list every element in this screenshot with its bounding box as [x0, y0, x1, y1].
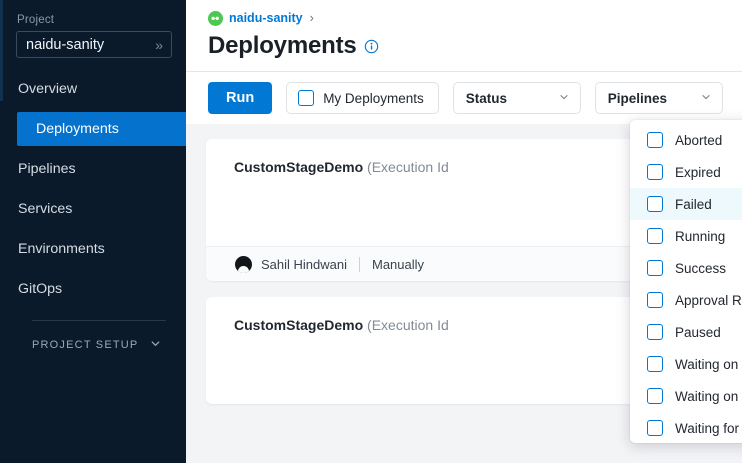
breadcrumb-link-project[interactable]: naidu-sanity [229, 11, 303, 25]
status-option-label: Running [675, 228, 726, 244]
sidebar-nav: Overview Deployments Pipelines Services … [0, 72, 186, 306]
status-option-label: Failed [675, 196, 712, 212]
chevron-down-icon [700, 91, 712, 106]
sidebar-item-pipelines[interactable]: Pipelines [0, 152, 186, 186]
execution-card-body: CustomStageDemo (Execution Id [206, 139, 718, 246]
sidebar-divider [32, 320, 166, 321]
sidebar-accent-strip [0, 0, 3, 101]
sidebar-item-label: Deployments [36, 121, 119, 137]
status-option-label: Waiting on intervention [675, 388, 742, 404]
sidebar-item-environments[interactable]: Environments [0, 232, 186, 266]
status-option-label: Approval Rejected [675, 292, 742, 308]
status-option-success[interactable]: Success [630, 252, 742, 284]
status-option-aborted[interactable]: Aborted [630, 124, 742, 156]
chevron-down-icon [558, 91, 570, 106]
status-option-waiting-for-resources[interactable]: Waiting for resources [630, 412, 742, 443]
execution-title: CustomStageDemo (Execution Id [234, 317, 718, 333]
page-title-row: Deployments [208, 32, 742, 60]
status-option-paused[interactable]: Paused [630, 316, 742, 348]
status-option-label: Aborted [675, 132, 723, 148]
chevron-down-icon [149, 337, 162, 353]
page-header: naidu-sanity › Deployments [186, 0, 742, 72]
status-option-label: Paused [675, 324, 721, 340]
sidebar-section-label: PROJECT SETUP [32, 339, 139, 351]
project-label: Project [17, 14, 55, 26]
sidebar-item-label: Overview [18, 81, 78, 97]
status-option-checkbox[interactable] [647, 420, 663, 436]
status-option-waiting-on-approval[interactable]: Waiting on approval [630, 348, 742, 380]
status-option-label: Expired [675, 164, 721, 180]
my-deployments-label: My Deployments [323, 90, 424, 106]
double-chevron-right-icon: » [155, 36, 163, 53]
sidebar-item-deployments[interactable]: Deployments [17, 112, 186, 146]
execution-user: Sahil Hindwani [261, 256, 347, 272]
status-option-checkbox[interactable] [647, 164, 663, 180]
status-option-label: Waiting on approval [675, 356, 742, 372]
execution-card-body: CustomStageDemo (Execution Id [206, 297, 718, 404]
project-selector-value: naidu-sanity [26, 36, 105, 53]
status-option-checkbox[interactable] [647, 388, 663, 404]
sidebar-item-label: GitOps [18, 281, 63, 297]
status-option-label: Waiting for resources [675, 420, 742, 436]
project-selector[interactable]: naidu-sanity » [16, 31, 172, 58]
main-area: naidu-sanity › Deployments Run My Deploy… [186, 0, 742, 463]
status-option-waiting-on-intervention[interactable]: Waiting on intervention [630, 380, 742, 412]
breadcrumb: naidu-sanity › [208, 8, 742, 28]
status-option-checkbox[interactable] [647, 324, 663, 340]
my-deployments-checkbox[interactable] [298, 90, 315, 106]
avatar [235, 255, 252, 273]
status-option-approval-rejected[interactable]: Approval Rejected [630, 284, 742, 316]
status-option-checkbox[interactable] [647, 356, 663, 372]
harness-project-icon [208, 10, 223, 26]
execution-meta: (Execution Id [367, 317, 449, 333]
status-option-running[interactable]: Running [630, 220, 742, 252]
footer-divider [359, 256, 360, 272]
status-option-checkbox[interactable] [647, 132, 663, 148]
status-option-checkbox[interactable] [647, 196, 663, 212]
my-deployments-filter[interactable]: My Deployments [286, 82, 439, 114]
run-button[interactable]: Run [208, 82, 273, 114]
status-dropdown-menu[interactable]: Aborted Expired Failed Running Success A… [630, 120, 742, 443]
execution-name: CustomStageDemo [234, 317, 364, 333]
page-title: Deployments [208, 32, 357, 59]
sidebar-item-label: Pipelines [18, 161, 76, 177]
status-option-checkbox[interactable] [647, 292, 663, 308]
sidebar-item-gitops[interactable]: GitOps [0, 272, 186, 306]
sidebar-item-label: Services [18, 201, 73, 217]
status-option-checkbox[interactable] [647, 228, 663, 244]
status-option-checkbox[interactable] [647, 260, 663, 276]
filters-toolbar: Run My Deployments Status Pipelines [186, 72, 742, 124]
status-option-failed[interactable]: Failed [630, 188, 742, 220]
execution-trigger: Manually [372, 256, 425, 272]
execution-name: CustomStageDemo [234, 159, 364, 175]
status-option-label: Success [675, 260, 727, 276]
sidebar-item-services[interactable]: Services [0, 192, 186, 226]
status-filter-dropdown[interactable]: Status [452, 82, 581, 114]
status-filter-label: Status [465, 90, 507, 106]
info-circle-icon[interactable] [364, 39, 379, 54]
pipelines-filter-dropdown[interactable]: Pipelines [594, 82, 723, 114]
sidebar-section-project-setup[interactable]: PROJECT SETUP [0, 337, 186, 353]
sidebar-item-label: Environments [18, 241, 105, 257]
pipelines-filter-label: Pipelines [607, 90, 668, 106]
execution-title: CustomStageDemo (Execution Id [234, 159, 718, 175]
execution-meta: (Execution Id [367, 159, 449, 175]
status-option-expired[interactable]: Expired [630, 156, 742, 188]
header-divider [186, 71, 742, 72]
sidebar: Project naidu-sanity » Overview Deployme… [0, 0, 186, 463]
sidebar-item-overview[interactable]: Overview [0, 72, 186, 106]
breadcrumb-separator: › [309, 11, 314, 25]
